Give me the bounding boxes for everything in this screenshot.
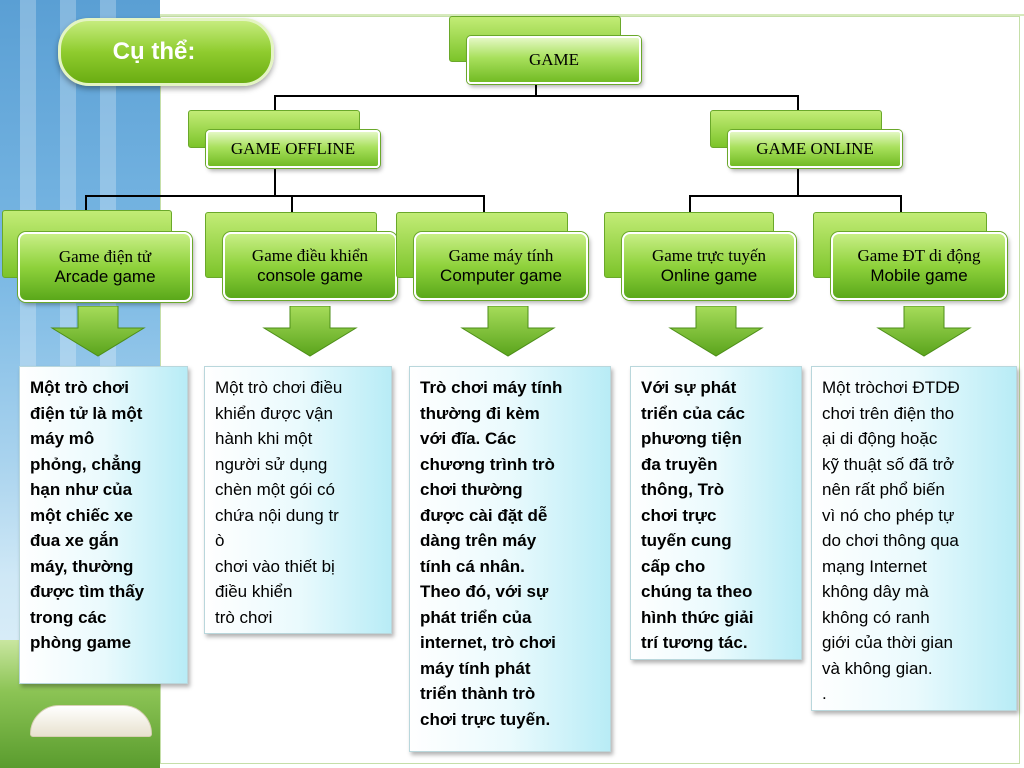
description-online: Với sự phát triển của các phương tiện đa… (630, 366, 802, 660)
leaf-node-online: Game trực tuyến Online game (622, 232, 796, 300)
description-text: Một trò chơi điều khiển được vận hành kh… (215, 378, 343, 627)
down-arrow-icon (876, 306, 972, 357)
leaf-title: Game trực tuyến (651, 246, 766, 265)
open-book-decoration (30, 705, 152, 737)
connector-line (689, 195, 691, 215)
leaf-title: Game điện tử (58, 247, 152, 266)
description-text: Với sự phát triển của các phương tiện đa… (641, 378, 754, 652)
title-pill: Cụ thể: (58, 18, 274, 86)
root-node: GAME (467, 36, 641, 84)
down-arrow-icon (262, 306, 358, 357)
leaf-title: Game điều khiển (251, 246, 369, 265)
root-label: GAME (528, 50, 580, 69)
leaf-title: Game máy tính (448, 246, 554, 265)
description-text: Một tròchơi ĐTDĐ chơi trên điện tho ại d… (822, 378, 960, 703)
slide-title: Cụ thể: (112, 38, 196, 65)
description-text: Trò chơi máy tính thường đi kèm với đĩa.… (420, 378, 563, 729)
description-text: Một trò chơi điện tử là một máy mô phỏng… (30, 378, 145, 652)
down-arrow-icon (50, 306, 146, 357)
connector-line (797, 164, 799, 196)
leaf-title: Game ĐT di động (857, 246, 981, 265)
leaf-node-console: Game điều khiển console game (223, 232, 397, 300)
leaf-subtitle: Online game (660, 266, 758, 285)
branch-node-offline: GAME OFFLINE (206, 130, 380, 168)
description-mobile: Một tròchơi ĐTDĐ chơi trên điện tho ại d… (811, 366, 1017, 711)
connector-line (85, 195, 485, 197)
branch-label: GAME ONLINE (756, 139, 874, 158)
top-border-line (160, 14, 1024, 16)
description-computer: Trò chơi máy tính thường đi kèm với đĩa.… (409, 366, 611, 752)
leaf-subtitle: Mobile game (870, 266, 968, 285)
connector-line (291, 195, 293, 215)
leaf-subtitle: Arcade game (54, 267, 156, 286)
description-arcade: Một trò chơi điện tử là một máy mô phỏng… (19, 366, 188, 684)
connector-line (689, 195, 902, 197)
leaf-node-mobile: Game ĐT di động Mobile game (831, 232, 1007, 300)
branch-label: GAME OFFLINE (230, 139, 356, 158)
connector-line (535, 80, 537, 96)
branch-node-online: GAME ONLINE (728, 130, 902, 168)
leaf-subtitle: Computer game (440, 266, 562, 285)
leaf-node-computer: Game máy tính Computer game (414, 232, 588, 300)
leaf-node-arcade: Game điện tử Arcade game (18, 232, 192, 302)
connector-line (483, 195, 485, 215)
connector-line (274, 95, 798, 97)
down-arrow-icon (668, 306, 764, 357)
connector-line (274, 164, 276, 196)
down-arrow-icon (460, 306, 556, 357)
description-console: Một trò chơi điều khiển được vận hành kh… (204, 366, 392, 634)
leaf-subtitle: console game (257, 266, 363, 285)
connector-line (900, 195, 902, 215)
connector-line (85, 195, 87, 215)
